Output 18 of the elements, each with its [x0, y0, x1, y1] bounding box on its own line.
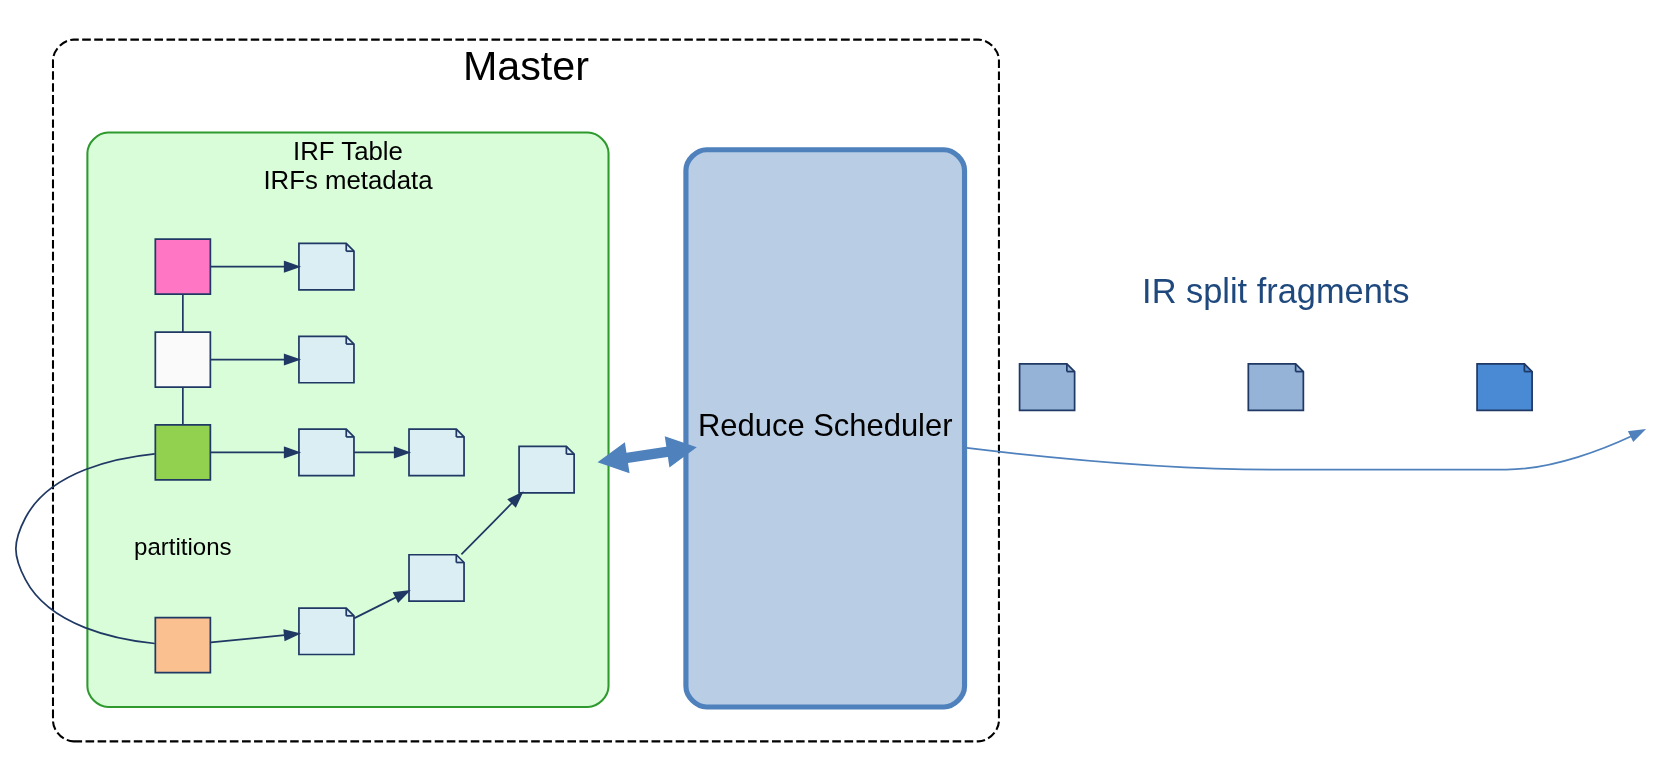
node-box — [154, 330, 212, 388]
arrow — [210, 628, 302, 643]
arrow — [210, 445, 302, 458]
connector — [15, 452, 156, 644]
label: IR split fragments — [1142, 271, 1410, 310]
arrow — [210, 260, 302, 273]
arrow — [210, 353, 302, 366]
arrow — [597, 435, 697, 473]
node-box — [154, 616, 212, 673]
arrow — [460, 490, 524, 555]
node-box — [154, 423, 212, 481]
node-label: partitions — [134, 532, 232, 560]
node-box: Reduce Scheduler — [683, 146, 968, 710]
arrow — [353, 589, 411, 619]
connector — [182, 292, 184, 333]
arrow — [353, 445, 412, 458]
connector — [182, 385, 184, 426]
node-box — [154, 237, 212, 295]
